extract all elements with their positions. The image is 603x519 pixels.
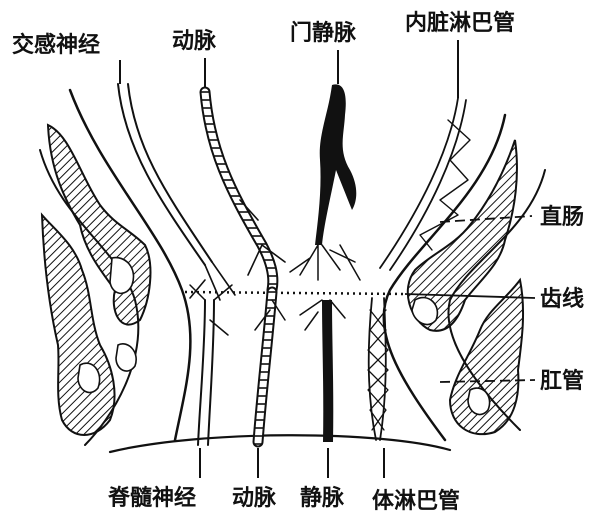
left-muscle-masses [42,125,150,435]
label-sympathetic-nerve: 交感神经 [12,32,100,58]
somatic-lymphatic [368,298,388,440]
lower-artery [255,292,285,442]
label-somatic-lymphatic: 体淋巴管 [372,488,460,514]
label-artery-bottom: 动脉 [232,486,277,511]
label-vein: 静脉 [300,485,345,511]
portal-vein [290,84,360,280]
right-muscle-masses [408,140,523,434]
label-portal-vein: 门静脉 [290,20,357,46]
label-spinal-nerve: 脊髓神经 [107,485,196,511]
label-artery-top: 动脉 [172,29,217,54]
label-rectum: 直肠 [540,204,584,230]
label-dentate-line: 齿线 [540,286,584,312]
upper-artery [205,92,285,290]
lower-vein [300,300,345,442]
spinal-nerve [190,285,232,445]
label-visceral-lymphatic: 内脏淋巴管 [405,10,515,36]
label-anal-canal: 肛管 [540,368,584,394]
